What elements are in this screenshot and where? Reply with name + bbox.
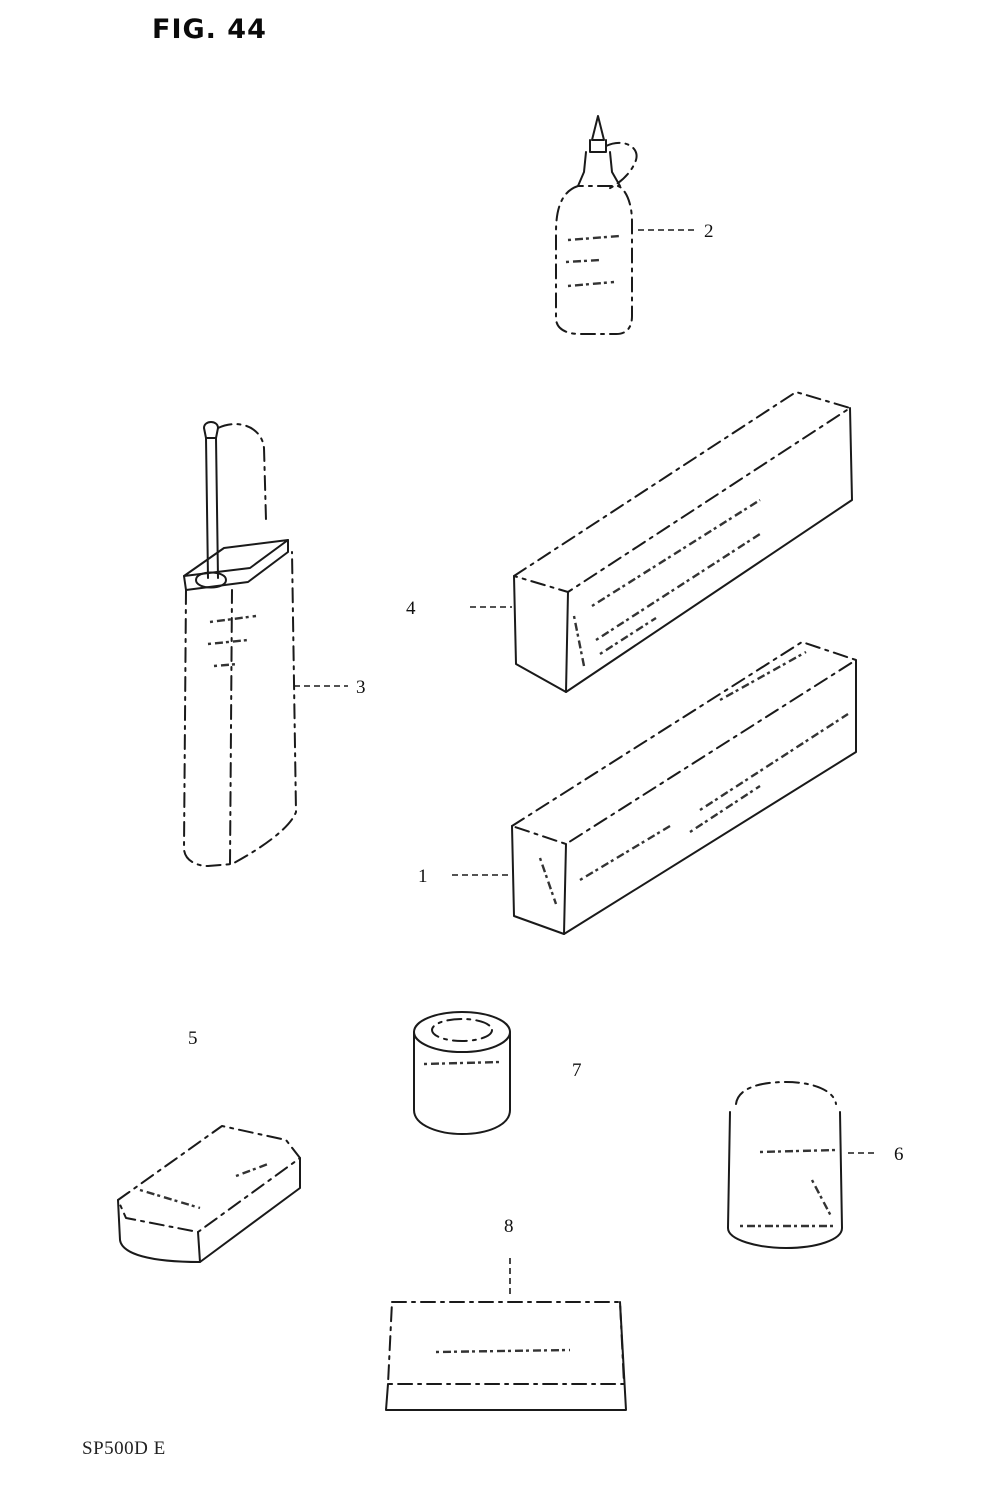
part-7-can[interactable]: [413, 1011, 511, 1135]
part-1-box[interactable]: [511, 641, 857, 935]
callout-8: 8: [504, 1216, 514, 1237]
callout-1: 1: [418, 866, 428, 887]
callout-2: 2: [704, 221, 714, 242]
part-5-packet[interactable]: [117, 1125, 301, 1263]
part-4-box[interactable]: [513, 391, 853, 693]
part-3-oil-can[interactable]: [183, 421, 297, 867]
part-2-dropper-bottle[interactable]: [555, 115, 638, 335]
callout-4: 4: [406, 598, 416, 619]
callout-3: 3: [356, 677, 366, 698]
footer-code: SP500D E: [82, 1438, 166, 1459]
callout-7: 7: [572, 1060, 582, 1081]
callout-5: 5: [188, 1028, 198, 1049]
part-8-card[interactable]: [385, 1301, 627, 1411]
part-6-aerosol-can[interactable]: [727, 1081, 843, 1249]
callout-6: 6: [894, 1144, 904, 1165]
figure-title: FIG. 44: [152, 14, 267, 45]
